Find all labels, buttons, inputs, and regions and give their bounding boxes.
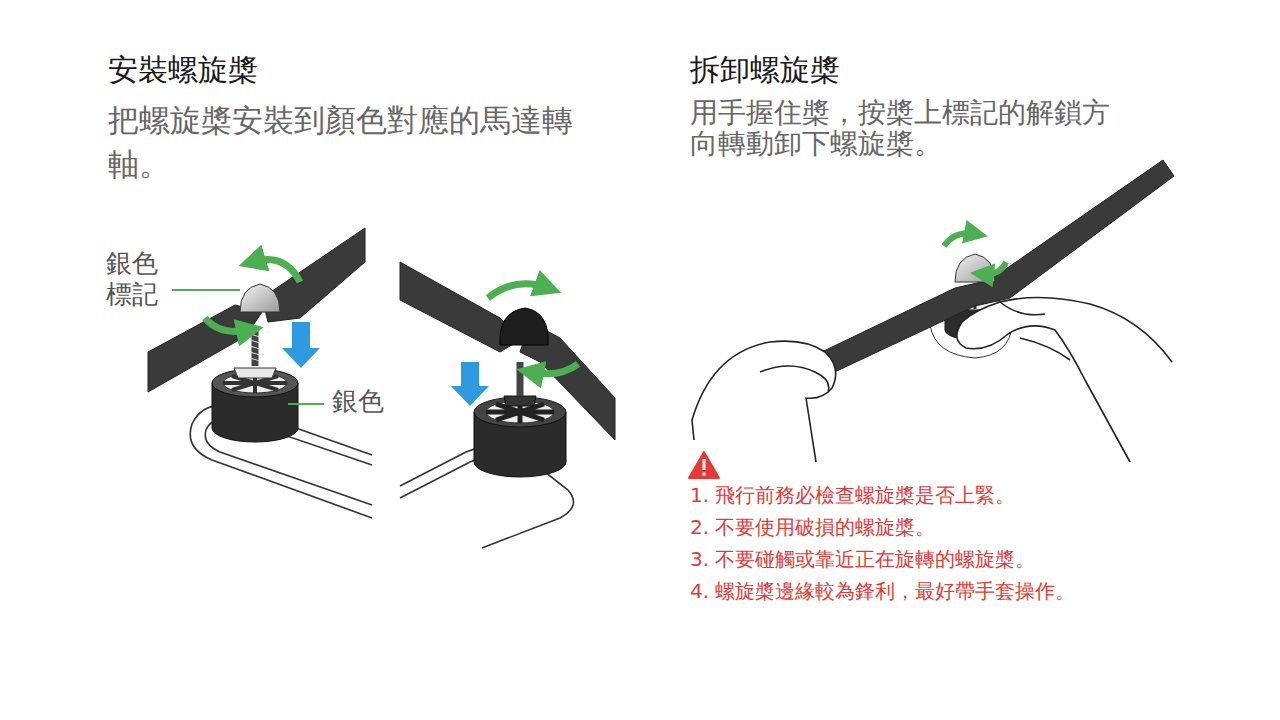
- part-label: 銀色: [332, 386, 412, 417]
- down-arrow: [451, 362, 489, 406]
- rotation-arrow: [982, 262, 1006, 274]
- instruction-text: 用手握住槳，按槳上標記的解鎖方向轉動卸下螺旋槳。: [690, 98, 1130, 160]
- warning-item: 3. 不要碰觸或靠近正在旋轉的螺旋槳。: [690, 546, 1250, 572]
- down-arrow: [451, 362, 489, 406]
- hand: [1020, 338, 1070, 360]
- motor: [212, 369, 298, 397]
- motor: [474, 397, 566, 427]
- leader-line: [172, 289, 240, 291]
- rotation-arrow: [488, 284, 548, 298]
- propeller: [148, 228, 365, 392]
- section-heading: 安裝螺旋槳: [108, 50, 408, 89]
- motor: [474, 362, 566, 477]
- warning-item: 2. 不要使用破損的螺旋槳。: [690, 514, 1250, 540]
- propeller: [500, 308, 548, 345]
- motor: [250, 334, 260, 361]
- rotation-arrow: [488, 284, 578, 374]
- rotation-arrow: [252, 260, 300, 283]
- rotation-arrow: [530, 364, 578, 374]
- propeller: [240, 284, 280, 312]
- hand: [692, 341, 836, 462]
- rotation-arrow: [205, 260, 300, 332]
- propeller: [955, 254, 995, 282]
- rotation-arrow: [205, 318, 250, 332]
- warning-icon: [703, 459, 706, 470]
- propeller: [400, 262, 615, 440]
- rotation-arrow: [944, 233, 976, 246]
- hand: [1000, 302, 1045, 315]
- warning-item: 4. 螺旋槳邊緣較為鋒利，最好帶手套操作。: [690, 578, 1250, 604]
- hand: [760, 366, 829, 392]
- motor: [517, 362, 524, 396]
- warning-icon: [689, 452, 719, 478]
- motor: [234, 368, 276, 378]
- propeller: [148, 305, 262, 392]
- warning-icon: [702, 472, 706, 476]
- section-heading: 拆卸螺旋槳: [690, 50, 990, 89]
- down-arrow: [282, 322, 320, 368]
- warning-icon: [689, 452, 719, 478]
- rotation-arrow: [944, 233, 1006, 274]
- hand: [692, 297, 1172, 462]
- leader-line: [172, 290, 324, 404]
- hand: [957, 297, 1172, 462]
- leader-line: [288, 403, 324, 405]
- warning-item: 1. 飛行前務必檢查螺旋槳是否上緊。: [690, 482, 1250, 508]
- motor: [504, 396, 536, 406]
- instruction-text: 把螺旋槳安裝到顏色對應的馬達轉軸。: [108, 98, 590, 186]
- down-arrow: [282, 322, 320, 368]
- part-label: 銀色 標記: [106, 248, 168, 310]
